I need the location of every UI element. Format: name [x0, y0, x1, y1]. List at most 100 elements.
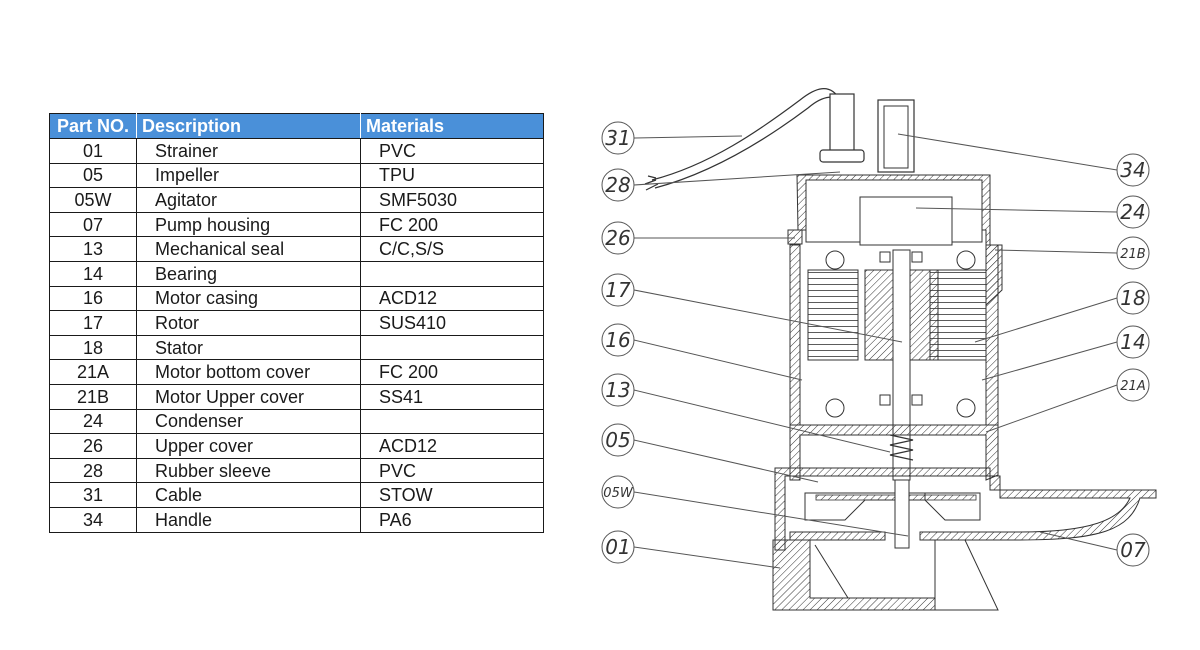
leader-line	[897, 133, 1118, 171]
cell-description: Upper cover	[136, 433, 361, 459]
header-part-no: Part NO.	[49, 113, 137, 139]
cell-material: STOW	[360, 482, 544, 508]
leader-line	[633, 289, 903, 343]
cell-material: SUS410	[360, 310, 544, 336]
callout-label: 13	[605, 378, 630, 402]
callout-label: 16	[605, 328, 630, 352]
callout-label: 21A	[1120, 379, 1145, 394]
cell-material: ACD12	[360, 285, 544, 312]
callout-circle	[601, 323, 635, 357]
leader-line	[633, 389, 891, 453]
leader-line	[985, 384, 1118, 433]
callout-label: 14	[1120, 330, 1145, 354]
leader-line	[981, 341, 1118, 381]
cell-part-no: 31	[49, 482, 137, 508]
callout-circle	[601, 121, 635, 155]
motor-casing-drawing	[789, 244, 999, 481]
cell-material: FC 200	[360, 359, 544, 385]
leader-line	[633, 339, 803, 381]
cell-description: Stator	[136, 334, 361, 361]
cell-material: FC 200	[360, 211, 544, 238]
cell-part-no: 28	[49, 457, 137, 484]
callout-circle	[1116, 325, 1150, 359]
callout-circle	[601, 475, 635, 509]
cell-material: ACD12	[360, 433, 544, 459]
callout-label: 26	[605, 226, 630, 250]
cell-description: Pump housing	[136, 211, 361, 238]
callout-circle	[1116, 533, 1150, 567]
callout-label: 05W	[603, 486, 634, 501]
callout-label: 05	[605, 428, 630, 452]
cell-part-no: 34	[49, 506, 137, 533]
callout-circle	[601, 273, 635, 307]
cell-part-no: 16	[49, 285, 137, 312]
header-materials: Materials	[360, 113, 544, 139]
callout-circle	[601, 221, 635, 255]
cell-part-no: 01	[49, 138, 137, 164]
callout-label: 07	[1120, 538, 1146, 562]
cell-description: Motor casing	[136, 285, 361, 312]
cell-description: Motor bottom cover	[136, 359, 361, 385]
leader-line	[974, 297, 1118, 343]
callout-circle	[1116, 368, 1150, 402]
callout-label: 34	[1120, 158, 1145, 182]
callout-circle	[601, 423, 635, 457]
upper-cover-drawing	[787, 174, 1003, 307]
cell-material: SS41	[360, 383, 544, 410]
cell-material	[360, 408, 544, 435]
cell-description: Rubber sleeve	[136, 457, 361, 484]
callout-circle	[1116, 236, 1150, 270]
leader-line	[633, 135, 743, 139]
leader-line	[633, 546, 781, 569]
cell-description: Handle	[136, 506, 361, 533]
leader-line	[633, 439, 819, 483]
cell-part-no: 17	[49, 310, 137, 336]
cell-part-no: 05W	[49, 187, 137, 213]
cell-description: Rotor	[136, 310, 361, 336]
cell-part-no: 21B	[49, 383, 137, 410]
callout-label: 28	[605, 173, 630, 197]
callout-circle	[1116, 281, 1150, 315]
cell-description: Cable	[136, 482, 361, 508]
cell-part-no: 24	[49, 408, 137, 435]
callout-circle	[601, 168, 635, 202]
strainer-drawing	[772, 539, 999, 611]
cell-material: C/C,S/S	[360, 236, 544, 262]
cell-part-no: 13	[49, 236, 137, 262]
cell-description: Motor Upper cover	[136, 383, 361, 410]
leader-line	[633, 491, 909, 537]
callout-label: 31	[605, 126, 630, 150]
rubber-sleeve-drawing	[829, 93, 855, 153]
callout-label: 17	[605, 278, 631, 302]
cell-material: PA6	[360, 506, 544, 533]
cell-part-no: 07	[49, 211, 137, 238]
cell-material	[360, 260, 544, 287]
callout-circle	[601, 530, 635, 564]
header-description: Description	[136, 113, 361, 139]
callout-label: 18	[1120, 286, 1145, 310]
cell-description: Strainer	[136, 138, 361, 164]
pump-housing-drawing	[774, 467, 1157, 551]
cell-description: Mechanical seal	[136, 236, 361, 262]
cell-description: Bearing	[136, 260, 361, 287]
leader-line	[633, 171, 841, 186]
callout-circle	[1116, 195, 1150, 229]
cell-material: PVC	[360, 457, 544, 484]
leader-line	[994, 249, 1118, 254]
cell-part-no: 26	[49, 433, 137, 459]
